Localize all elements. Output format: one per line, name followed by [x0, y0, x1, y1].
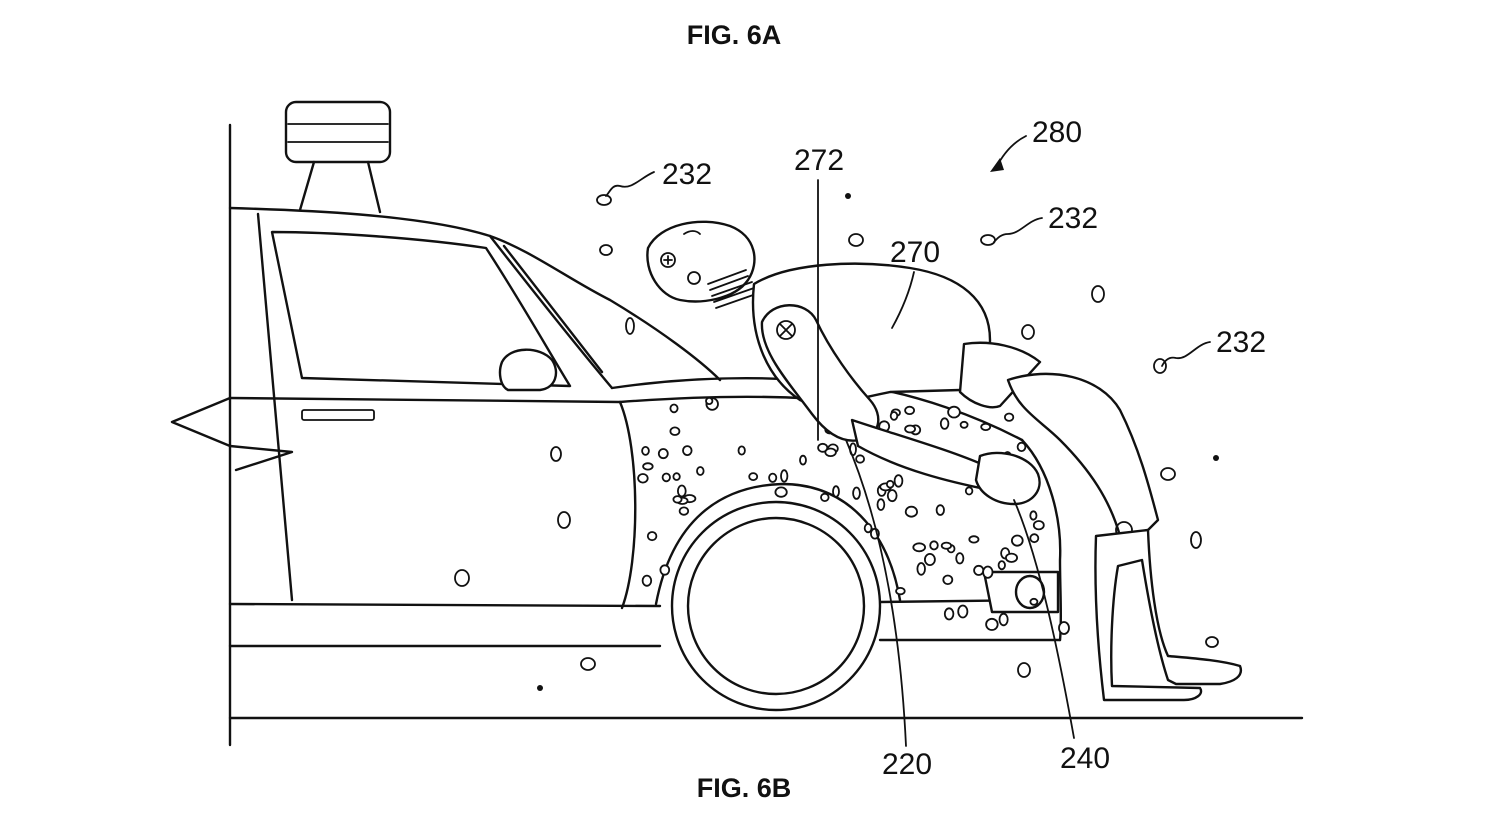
adhesive-dot	[904, 424, 916, 434]
adhesive-dot	[886, 489, 898, 503]
adhesive-dot	[1032, 520, 1045, 531]
adhesive-dot	[737, 445, 746, 456]
adhesive-dot	[642, 462, 654, 471]
front-wheel	[654, 482, 902, 712]
adhesive-dot	[669, 426, 681, 436]
adhesive-dot	[657, 448, 669, 460]
ref-280: 280	[1032, 116, 1082, 149]
adhesive-dot	[1029, 597, 1039, 606]
adhesive-dot	[748, 472, 759, 482]
adhesive-dot	[1010, 534, 1024, 547]
roof-sensor	[284, 100, 392, 214]
adhesive-dot	[973, 564, 985, 576]
leader-240	[1013, 499, 1075, 739]
adhesive-dot	[780, 469, 789, 483]
leader-220	[845, 439, 907, 747]
caption-fig-6a: FIG. 6A	[687, 20, 782, 50]
adhesive-dot	[980, 422, 992, 431]
adhesive-dot	[924, 553, 936, 567]
adhesive-dot	[774, 486, 788, 498]
adhesive-dot	[955, 552, 965, 565]
ground-and-frame	[228, 123, 1304, 747]
adhesive-dot	[876, 498, 886, 511]
adhesive-dot	[696, 466, 705, 476]
adhesive-dot	[904, 405, 915, 415]
adhesive-dot	[997, 560, 1006, 571]
adhesive-dot	[672, 495, 683, 504]
ref-240: 240	[1060, 742, 1110, 775]
adhesive-dot	[912, 542, 926, 553]
adhesive-dot	[947, 405, 961, 419]
ref-270: 270	[890, 236, 940, 269]
adhesive-dot	[964, 486, 974, 496]
adhesive-dot	[832, 485, 840, 498]
pedestrian-dummy	[646, 220, 1243, 702]
ref-220: 220	[882, 748, 932, 781]
adhesive-dot	[886, 479, 895, 489]
adhesive-dot	[929, 540, 939, 551]
adhesive-dot	[855, 454, 865, 464]
adhesive-dot	[661, 472, 671, 483]
adhesive-dot	[820, 492, 830, 502]
adhesive-dot	[669, 403, 679, 414]
adhesive-dot	[904, 505, 919, 518]
adhesive-dot	[852, 486, 861, 500]
adhesive-dot	[889, 411, 899, 421]
adhesive-dot	[943, 607, 955, 621]
ref-232-top: 232	[662, 158, 712, 191]
adhesive-dot	[985, 617, 999, 631]
flying-particles	[454, 193, 1219, 691]
adhesive-dot	[940, 541, 953, 550]
adhesive-dot	[824, 447, 837, 457]
adhesive-dot	[646, 531, 658, 542]
ref-232-mid: 232	[1048, 202, 1098, 235]
adhesive-dot	[1005, 552, 1019, 563]
adhesive-dot	[1029, 510, 1038, 521]
leader-232-right	[1161, 341, 1211, 367]
ref-232-right: 232	[1216, 326, 1266, 359]
adhesive-dot	[895, 586, 906, 596]
adhesive-dot	[768, 472, 778, 483]
reference-labels: 280 272 270 232 232 232 220 240	[605, 116, 1266, 781]
adhesive-dot	[982, 565, 994, 579]
adhesive-dot	[939, 417, 950, 430]
ref-272: 272	[794, 144, 844, 177]
caption-fig-6b: FIG. 6B	[697, 773, 792, 803]
adhesive-dot	[942, 574, 954, 586]
adhesive-dot	[916, 562, 926, 576]
adhesive-dot	[959, 420, 969, 429]
adhesive-dot	[1016, 441, 1027, 452]
adhesive-dot	[1003, 412, 1015, 422]
adhesive-dot	[863, 522, 873, 534]
adhesive-dot	[968, 535, 980, 544]
vehicle-body	[170, 206, 1063, 648]
adhesive-dot	[641, 574, 653, 587]
arrow-head-280	[990, 158, 1004, 172]
leader-232-top	[605, 171, 655, 197]
adhesive-dot	[641, 445, 650, 456]
adhesive-dot	[935, 504, 945, 516]
leader-270	[891, 271, 915, 329]
adhesive-dot	[705, 396, 714, 405]
leader-232-mid	[993, 217, 1043, 243]
adhesive-dot	[672, 472, 681, 481]
adhesive-dot	[678, 506, 690, 516]
adhesive-dot	[817, 442, 829, 453]
adhesive-dot	[637, 473, 649, 484]
adhesive-dot	[1029, 533, 1040, 544]
adhesive-dot	[659, 564, 671, 576]
adhesive-dot	[682, 445, 693, 457]
adhesive-dot	[799, 454, 807, 466]
adhesive-dot	[957, 604, 969, 619]
adhesive-dot	[893, 474, 904, 488]
adhesive-dot	[676, 484, 687, 498]
adhesive-dot	[998, 612, 1009, 627]
